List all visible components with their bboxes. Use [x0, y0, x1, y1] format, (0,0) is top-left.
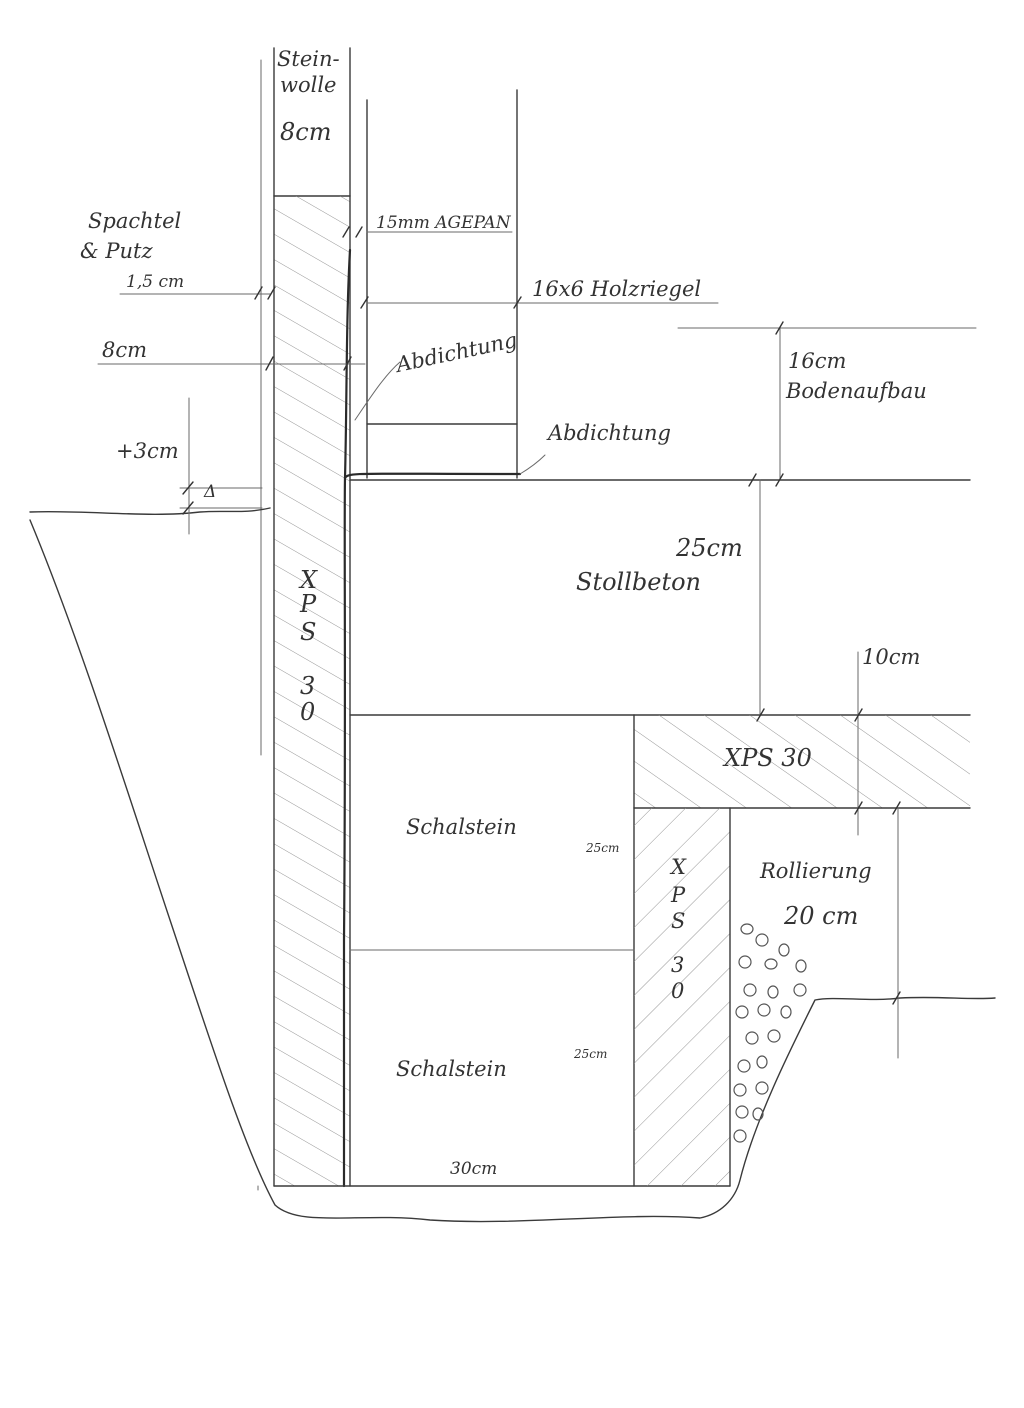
xps-slab-insulation [633, 651, 971, 836]
svg-text:S: S [671, 909, 685, 933]
label-stollbeton-thickness: 25cm [675, 534, 743, 562]
abdichtung-membrane [342, 248, 352, 1188]
svg-text:0: 0 [300, 698, 315, 726]
label-bodenaufbau-thickness: 16cm [788, 349, 846, 373]
stollbeton-slab [349, 479, 971, 716]
label-steinwolle-2: wolle [280, 73, 336, 97]
label-rollierung: Rollierung [759, 859, 872, 883]
svg-text:S: S [300, 618, 316, 646]
wall-frame [366, 89, 719, 479]
svg-text:X: X [298, 566, 318, 594]
label-xps-thickness: 8cm [102, 338, 147, 362]
label-agepan: 15mm AGEPAN [376, 213, 512, 233]
label-spachtel-2: & Putz [80, 239, 153, 263]
svg-text:P: P [670, 883, 686, 907]
label-xps-slab-thickness: 10cm [862, 645, 920, 669]
svg-text:P: P [299, 590, 317, 618]
label-steinwolle-1: Stein- [277, 47, 340, 71]
svg-text:3: 3 [300, 672, 315, 700]
svg-text:X: X [669, 855, 687, 879]
dimension-ticks [182, 226, 901, 1005]
xps-footing-insulation [634, 807, 731, 1187]
label-xps-footing: X P S 3 0 [669, 855, 687, 1003]
xps-wall-insulation [273, 195, 351, 1187]
label-rollierung-thickness: 20 cm [783, 902, 858, 930]
label-offset: +3cm [116, 439, 179, 463]
label-footing-width: 30cm [450, 1159, 497, 1179]
label-abdichtung-floor: Abdichtung [546, 421, 671, 445]
label-bodenaufbau: Bodenaufbau [785, 379, 927, 403]
label-steinwolle-thickness: 8cm [280, 118, 331, 146]
label-delta: Δ [203, 482, 216, 502]
label-schalstein-upper: Schalstein [406, 815, 517, 839]
dimension-lines [97, 293, 366, 509]
terrain [29, 397, 996, 1223]
label-schalstein-upper-height: 25cm [585, 841, 619, 855]
label-spachtel-1: Spachtel [88, 209, 181, 233]
svg-text:3: 3 [671, 953, 684, 977]
label-xps-slab: XPS 30 [722, 744, 812, 772]
rollierung-gravel [733, 923, 807, 1143]
label-stollbeton: Stollbeton [576, 568, 701, 596]
label-holzriegel: 16x6 Holzriegel [532, 277, 701, 301]
svg-text:0: 0 [671, 979, 684, 1003]
label-schalstein-lower: Schalstein [396, 1057, 507, 1081]
bodenaufbau-lines [677, 327, 977, 481]
label-xps-wall: X P S 3 0 [298, 566, 318, 726]
label-schalstein-lower-height: 25cm [573, 1047, 607, 1061]
label-spachtel-thickness: 1,5 cm [126, 272, 184, 292]
label-abdichtung-wall: Abdichtung [392, 328, 519, 377]
